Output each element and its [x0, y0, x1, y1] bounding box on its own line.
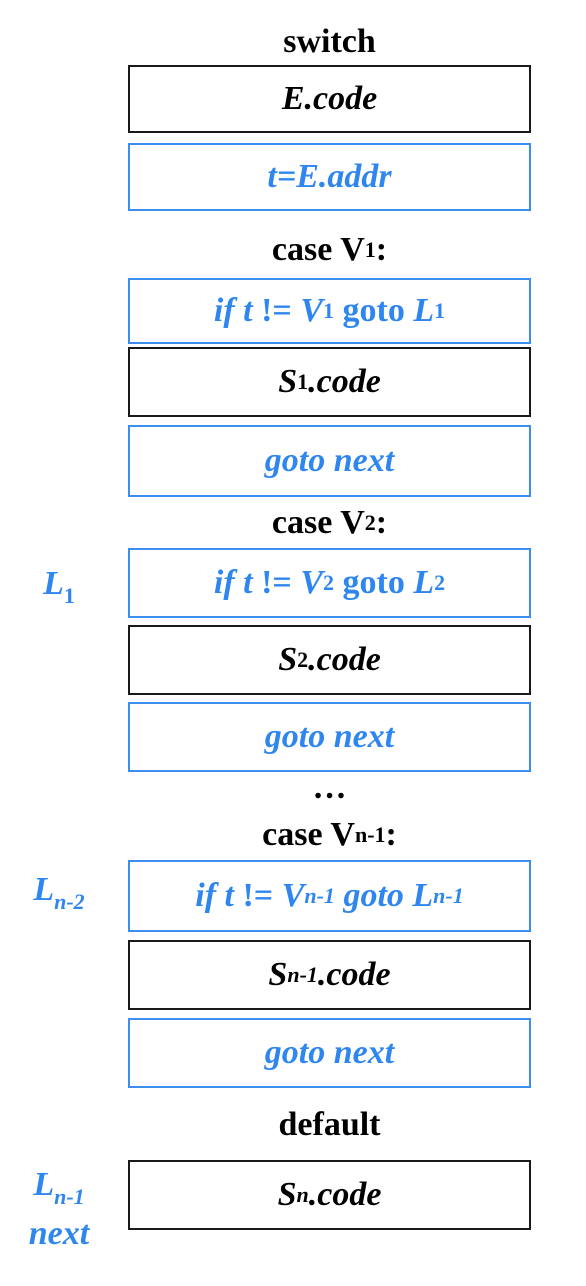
s1-s: S	[278, 363, 298, 400]
side-ln2-subscript: n-2	[54, 889, 85, 914]
case-vn1-text: case V	[262, 816, 355, 853]
if-v2-goto: goto	[334, 564, 414, 601]
side-ln1-subscript: n-1	[54, 1184, 85, 1209]
side-next-text: next	[28, 1215, 90, 1252]
if-v2-v: V	[300, 564, 323, 601]
side-l1-l: L	[43, 565, 64, 602]
side-ln2-l: L	[33, 871, 55, 908]
switch-label-text: switch	[283, 23, 376, 60]
sn1-s: S	[268, 956, 288, 993]
box-goto-next-3: goto next	[128, 1018, 531, 1088]
side-label-l1: L1	[0, 556, 118, 612]
case-v2-colon: :	[375, 504, 388, 541]
s2-code-suffix: .code	[308, 641, 381, 678]
case-v2-text: case V	[271, 504, 365, 541]
ellipsis-text: …	[312, 769, 347, 806]
box-goto-next-1: goto next	[128, 425, 531, 497]
s2-s: S	[278, 641, 298, 678]
switch-label: switch	[128, 18, 531, 66]
side-ln1-l: L	[33, 1166, 55, 1203]
sn1-code-suffix: .code	[317, 956, 391, 993]
default-label: default	[128, 1098, 531, 1152]
if-v1-neq: !=	[252, 292, 301, 329]
if-v1-goto: goto	[334, 292, 414, 329]
side-label-ln2: Ln-2	[0, 860, 118, 920]
if-vn1-neq: !=	[233, 877, 282, 914]
box-goto-next-2: goto next	[128, 702, 531, 772]
default-label-text: default	[278, 1106, 381, 1143]
if-v1-prefix: if t	[213, 292, 253, 329]
side-l1-subscript: 1	[63, 583, 75, 608]
if-v2-prefix: if t	[213, 564, 253, 601]
goto-next-2-text: goto next	[264, 718, 395, 755]
if-vn1-l: L	[412, 877, 434, 914]
ellipsis: …	[128, 768, 531, 808]
if-v1-v: V	[300, 292, 323, 329]
box-e-code: E.code	[128, 65, 531, 133]
box-t-addr-text: t=E.addr	[267, 158, 392, 195]
case-v1-colon: :	[375, 231, 388, 268]
goto-next-1-text: goto next	[264, 442, 395, 479]
sn-s: S	[277, 1176, 297, 1213]
if-v1-l: L	[413, 292, 435, 329]
case-v1-text: case V	[271, 231, 365, 268]
case-vn1-colon: :	[385, 816, 397, 853]
box-t-addr: t=E.addr	[128, 143, 531, 211]
if-v2-l: L	[413, 564, 435, 601]
box-e-code-text: E.code	[281, 80, 378, 117]
sn-code-suffix: .code	[308, 1176, 382, 1213]
if-vn1-goto: goto	[334, 877, 413, 914]
if-v2-neq: !=	[252, 564, 301, 601]
s1-code-suffix: .code	[308, 363, 381, 400]
if-vn1-prefix: if t	[195, 877, 234, 914]
side-label-ln1: Ln-1	[0, 1160, 118, 1210]
goto-next-3-text: goto next	[264, 1034, 395, 1071]
side-label-next: next	[0, 1208, 118, 1260]
if-vn1-v: V	[281, 877, 305, 914]
